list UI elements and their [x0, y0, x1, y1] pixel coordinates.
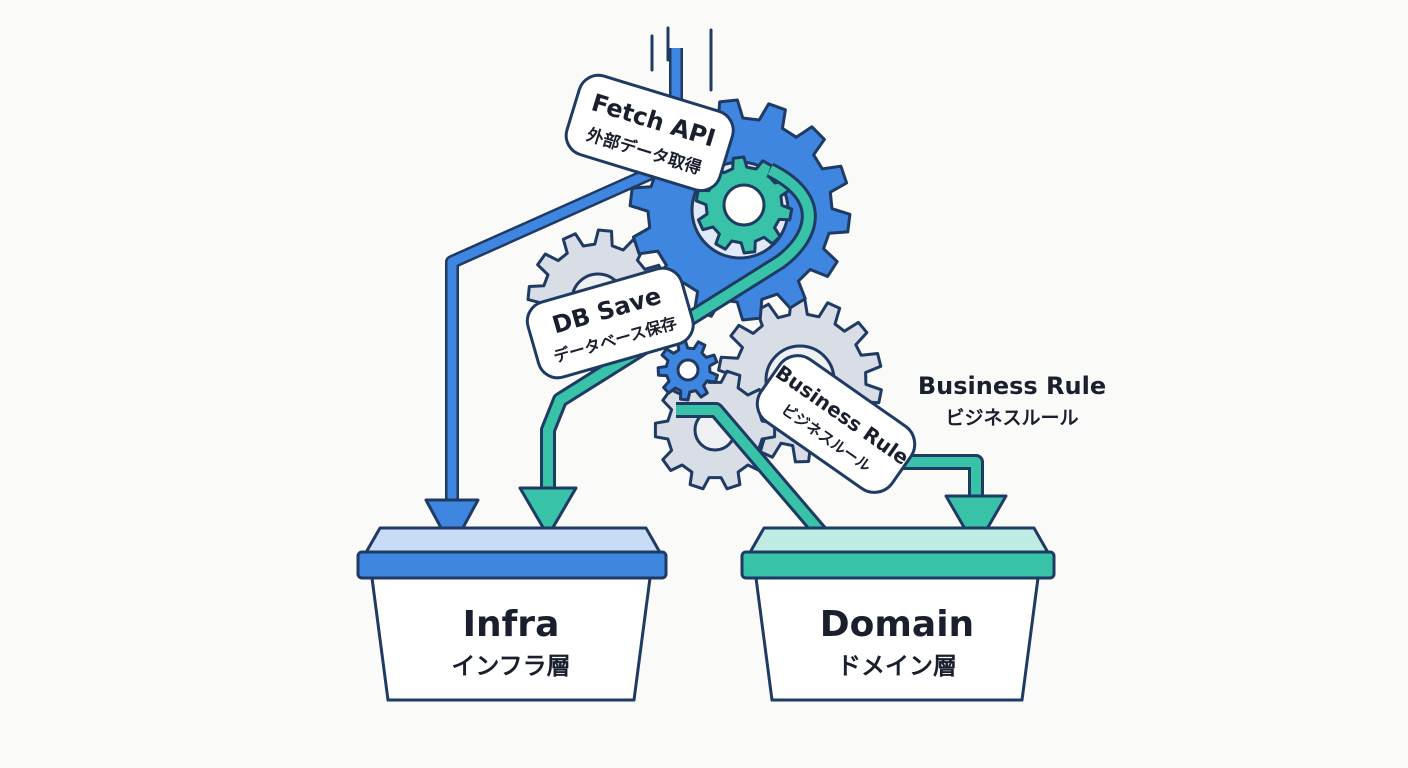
arrow-down-icon — [424, 498, 480, 550]
business-rule-side-arrow — [880, 454, 1008, 550]
domain-title: Domain — [820, 604, 974, 645]
infra-title: Infra — [463, 604, 560, 645]
arrow-down-icon — [518, 486, 578, 538]
business-rule-side-subtitle: ビジネスルール — [945, 407, 1078, 429]
gear-icon — [694, 155, 794, 255]
domain-box: Domain ドメイン層 — [740, 526, 1056, 702]
business-rule-side-title: Business Rule — [918, 372, 1106, 400]
domain-subtitle: ドメイン層 — [837, 652, 957, 680]
arrow-down-icon — [944, 494, 1008, 550]
business-rule-arrow — [676, 402, 829, 540]
business-rule-side-label: Business Rule ビジネスルール — [918, 372, 1106, 429]
infra-box: Infra インフラ層 — [356, 526, 668, 702]
motion-lines — [650, 26, 713, 92]
gear-icon — [656, 338, 719, 402]
db-save-arrow — [518, 162, 817, 538]
infra-subtitle: インフラ層 — [451, 652, 570, 680]
